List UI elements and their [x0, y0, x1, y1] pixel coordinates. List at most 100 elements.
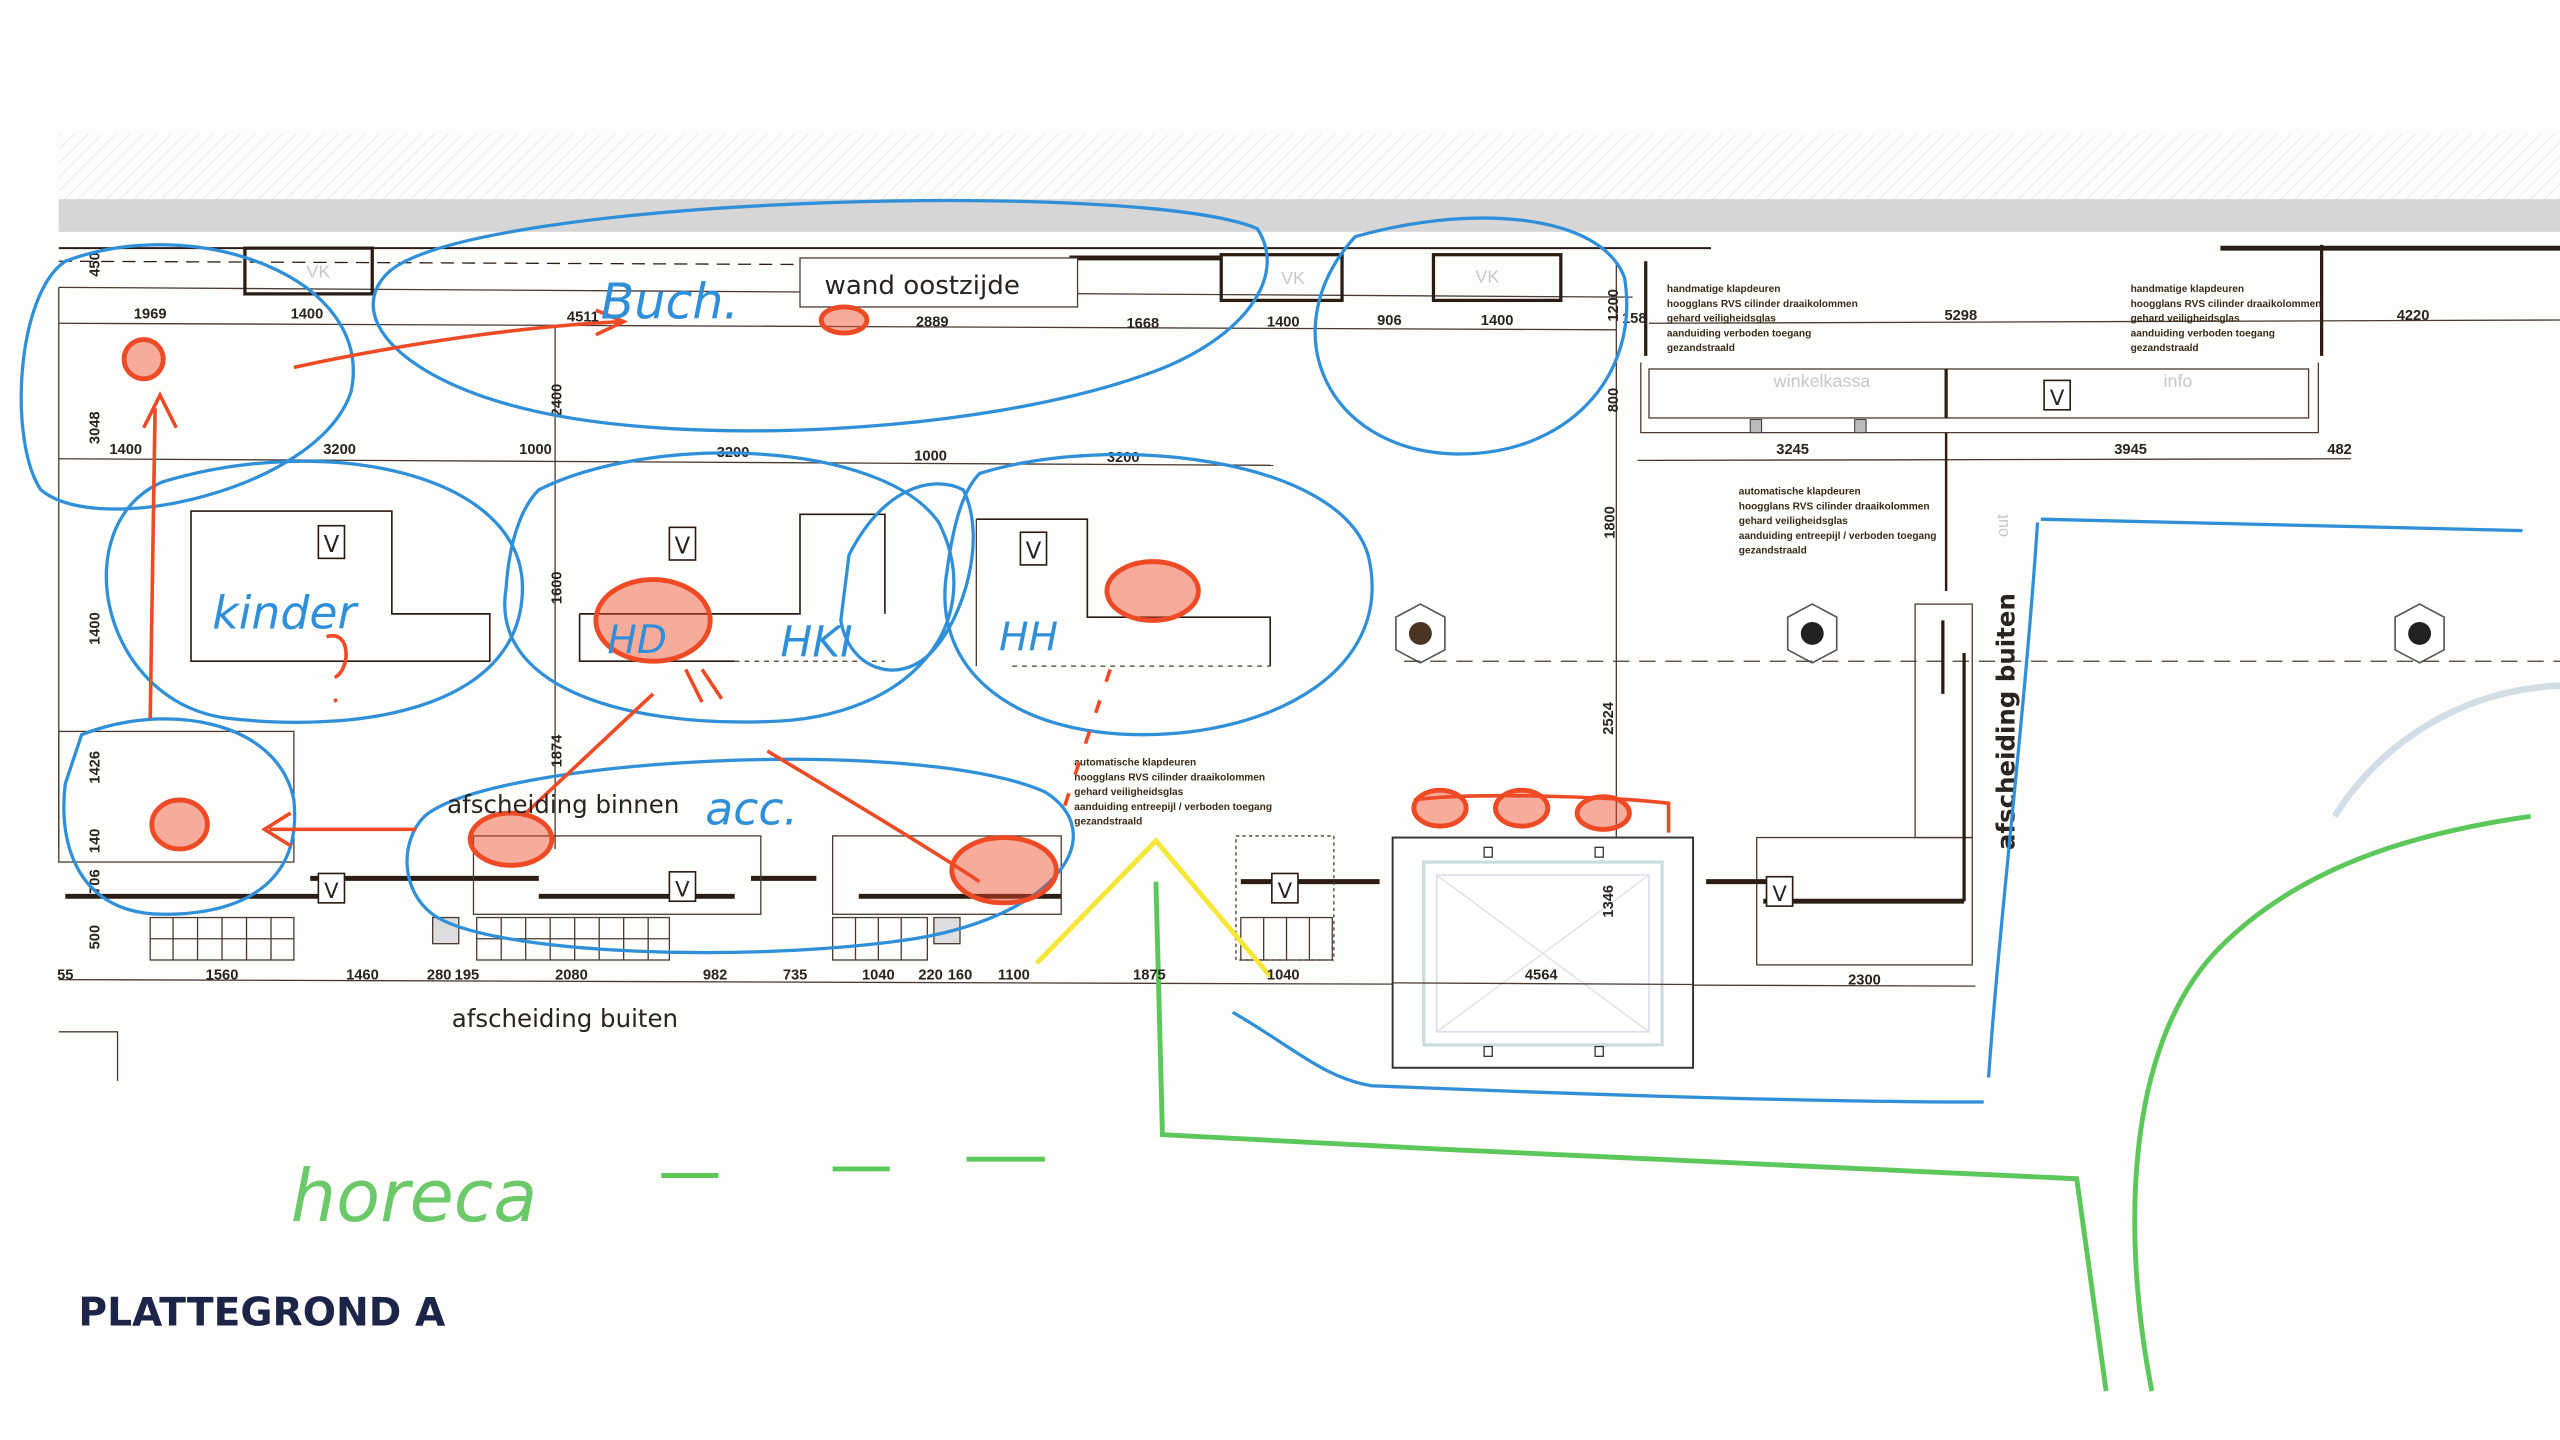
svg-text:1668: 1668	[1127, 316, 1160, 332]
svg-text:handmatige klapdeuren: handmatige klapdeuren	[1667, 284, 1780, 295]
svg-text:280: 280	[427, 968, 452, 984]
svg-text:1400: 1400	[1481, 313, 1514, 329]
handwritten-hh: HH	[999, 615, 1058, 660]
svg-text:gehard veiligheidsglas: gehard veiligheidsglas	[1667, 314, 1776, 325]
svg-text:3200: 3200	[323, 442, 356, 458]
winkelkassa-counter: winkelkassa info V	[1640, 362, 2320, 434]
handwritten-hd: HD	[607, 618, 667, 663]
svg-text:VK: VK	[1475, 266, 1499, 286]
svg-text:158: 158	[1622, 311, 1647, 327]
svg-text:VK: VK	[306, 262, 330, 282]
blue-zone-outlines	[19, 198, 2523, 1104]
svg-text:winkelkassa: winkelkassa	[1773, 371, 1871, 391]
svg-text:140: 140	[88, 829, 104, 854]
yellow-entrance-mark	[1034, 837, 1273, 978]
svg-text:1200: 1200	[1606, 289, 1622, 322]
svg-text:735: 735	[783, 968, 808, 984]
page-title: PLATTEGROND A	[78, 1291, 446, 1336]
svg-text:2889: 2889	[916, 315, 949, 331]
svg-text:V: V	[2050, 386, 2065, 411]
svg-text:3945: 3945	[2114, 442, 2147, 458]
svg-text:195: 195	[455, 968, 480, 984]
dimensions-top: 1969 1400 4511 2889 1668 1400 906 1400 1…	[134, 306, 2430, 332]
svg-text:906: 906	[1377, 313, 1402, 329]
afscheiding-buiten-label: afscheiding buiten	[452, 1004, 678, 1033]
dimensions-vertical: 450 3048 2400 1200 800 1800 1400 1600 14…	[88, 252, 1622, 949]
svg-text:gezandstraald: gezandstraald	[2131, 343, 2199, 354]
svg-text:1560: 1560	[206, 968, 239, 984]
svg-text:info: info	[2163, 371, 2192, 391]
svg-text:V: V	[1772, 882, 1787, 907]
out-label: out	[1994, 514, 2012, 537]
handwritten-hki: HKI	[780, 618, 852, 667]
svg-text:hoogglans RVS cilinder draaiko: hoogglans RVS cilinder draaikolommen	[1739, 501, 1930, 512]
svg-text:gehard veiligheidsglas: gehard veiligheidsglas	[1739, 516, 1848, 527]
svg-text:3245: 3245	[1776, 442, 1809, 458]
svg-text:handmatige klapdeuren: handmatige klapdeuren	[2131, 284, 2244, 295]
svg-text:1040: 1040	[1267, 968, 1300, 984]
svg-text:220: 220	[918, 968, 943, 984]
svg-text:V: V	[324, 532, 340, 558]
svg-text:aanduiding verboden toegang: aanduiding verboden toegang	[2131, 328, 2275, 339]
svg-text:800: 800	[1606, 388, 1622, 413]
afscheiding-buiten-vertical-label: afscheiding buiten	[1992, 593, 2021, 850]
dimensions-bottom: 55 1560 1460 280 195 2080 982 735 1040 2…	[57, 968, 1881, 989]
svg-text:wand oostzijde: wand oostzijde	[824, 271, 1019, 301]
svg-text:3048: 3048	[88, 411, 104, 444]
svg-text:1874: 1874	[550, 734, 566, 768]
wand-oostzijde-label: wand oostzijde	[799, 257, 1079, 308]
window-vk-1: VK	[243, 246, 374, 296]
svg-text:hoogglans RVS cilinder draaiko: hoogglans RVS cilinder draaikolommen	[1074, 772, 1265, 783]
svg-text:4564: 4564	[1525, 968, 1559, 984]
svg-text:aanduiding verboden toegang: aanduiding verboden toegang	[1667, 328, 1811, 339]
svg-text:1426: 1426	[88, 751, 104, 784]
green-route	[661, 813, 2531, 1392]
svg-text:3200: 3200	[1107, 450, 1140, 466]
note-automatisch-left: automatische klapdeuren hoogglans RVS ci…	[1074, 758, 1272, 828]
display-unit-kinder: V	[190, 510, 491, 663]
svg-text:aanduiding entreepijl / verbod: aanduiding entreepijl / verboden toegang	[1074, 802, 1272, 813]
svg-text:1460: 1460	[346, 968, 379, 984]
svg-text:2080: 2080	[555, 968, 588, 984]
svg-text:2300: 2300	[1848, 972, 1881, 988]
svg-text:hoogglans RVS cilinder draaiko: hoogglans RVS cilinder draaikolommen	[2131, 299, 2322, 310]
dimensions-second: 1400 3200 1000 3200 1000 3200 3245 3945 …	[109, 442, 2351, 466]
svg-text:160: 160	[948, 968, 973, 984]
svg-text:gezandstraald: gezandstraald	[1074, 816, 1142, 827]
display-unit-hh: V	[975, 518, 1272, 667]
svg-text:1800: 1800	[1603, 506, 1619, 539]
svg-text:V: V	[675, 877, 690, 902]
svg-text:gezandstraald: gezandstraald	[1739, 545, 1807, 556]
exterior-band	[58, 133, 2560, 203]
shelving-grids	[149, 916, 1333, 961]
svg-text:55: 55	[57, 968, 73, 984]
svg-text:982: 982	[703, 968, 728, 984]
column-3	[2394, 603, 2445, 664]
svg-text:hoogglans RVS cilinder draaiko: hoogglans RVS cilinder draaikolommen	[1667, 299, 1858, 310]
window-vk-3: VK	[1431, 253, 1563, 303]
note-handmatig-left: handmatige klapdeuren hoogglans RVS cili…	[1667, 284, 1858, 354]
svg-text:V: V	[1026, 538, 1042, 564]
handwritten-horeca: horeca	[291, 1154, 538, 1238]
svg-text:1400: 1400	[291, 306, 324, 322]
svg-text:automatische klapdeuren: automatische klapdeuren	[1074, 758, 1196, 769]
window-vk-2: VK	[1219, 253, 1344, 303]
svg-text:aanduiding entreepijl / verbod: aanduiding entreepijl / verboden toegang	[1739, 531, 1937, 542]
svg-text:1000: 1000	[914, 448, 947, 464]
note-automatisch-right: automatische klapdeuren hoogglans RVS ci…	[1739, 487, 1937, 557]
svg-text:V: V	[324, 879, 339, 904]
handwritten-buch: Buch.	[601, 273, 739, 330]
svg-text:5298: 5298	[1944, 308, 1977, 324]
svg-text:500: 500	[88, 925, 104, 950]
svg-text:1600: 1600	[550, 571, 566, 604]
exterior-band-dark	[58, 199, 2560, 232]
svg-text:1100: 1100	[998, 968, 1030, 984]
svg-text:1000: 1000	[519, 442, 552, 458]
svg-text:V: V	[675, 533, 691, 559]
afscheiding-binnen-label: afscheiding binnen	[447, 790, 679, 819]
svg-text:2524: 2524	[1601, 701, 1617, 735]
svg-text:automatische klapdeuren: automatische klapdeuren	[1739, 487, 1861, 498]
svg-text:gehard veiligheidsglas: gehard veiligheidsglas	[1074, 787, 1183, 798]
svg-text:1040: 1040	[862, 968, 895, 984]
